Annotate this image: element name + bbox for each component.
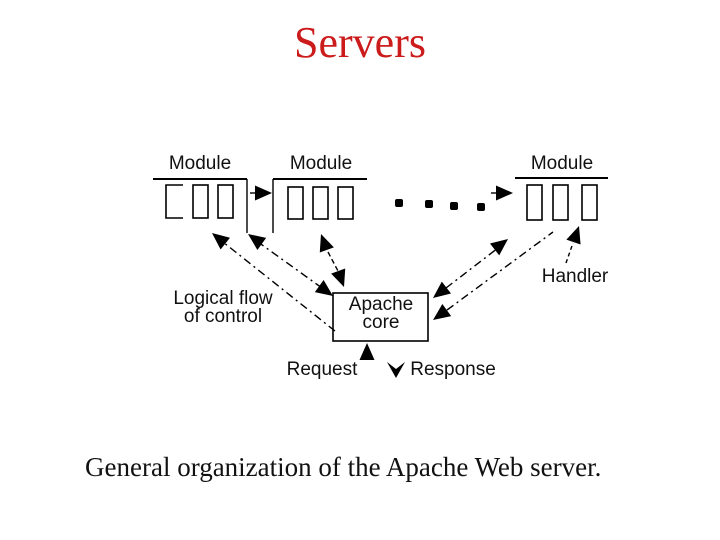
control-flow-arrow-right-2 — [433, 231, 554, 320]
module-1-slots — [153, 178, 248, 233]
control-flow-arrow-left-2 — [248, 234, 333, 296]
apache-core-box — [332, 292, 429, 342]
ellipsis-dots-icon — [395, 199, 485, 211]
logical-flow-label: Logical flow of control — [173, 288, 273, 327]
apache-core-line1: Apache — [348, 294, 414, 315]
control-flow-arrow-vertical — [319, 234, 346, 287]
logical-flow-line1: Logical flow — [173, 288, 273, 309]
module-2-label: Module — [289, 153, 353, 174]
request-label: Request — [286, 359, 358, 380]
control-flow-arrow-right-1 — [433, 239, 508, 298]
module-1-label: Module — [168, 153, 232, 174]
module-2-slots — [272, 178, 367, 233]
handler-label: Handler — [541, 266, 609, 287]
control-flow-arrow-left-1 — [212, 233, 336, 332]
caption: General organization of the Apache Web s… — [85, 452, 602, 482]
handler-arrow-icon — [565, 226, 581, 264]
flow-arrow-right-icon — [491, 185, 513, 201]
logical-flow-line2: of control — [183, 306, 263, 327]
apache-core-label: Apache core — [348, 294, 414, 333]
apache-core-line2: core — [362, 312, 400, 333]
response-label: Response — [410, 359, 496, 380]
page-title: Servers — [294, 18, 426, 67]
module-3-label: Module — [530, 153, 594, 174]
response-down-arrow-icon — [387, 362, 405, 378]
module-3-slots — [515, 177, 608, 221]
flow-arrow-right-icon — [250, 185, 272, 201]
request-up-arrow-icon — [359, 343, 375, 360]
